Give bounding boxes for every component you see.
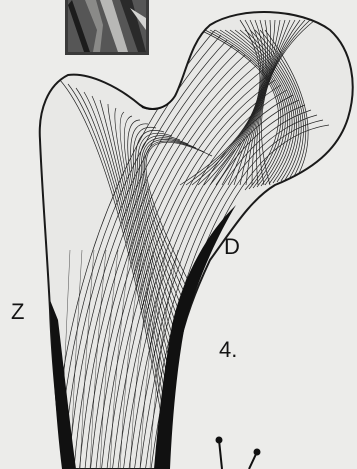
pin-marks — [217, 438, 260, 469]
femur-outline — [40, 12, 353, 469]
figure-number: 4. — [219, 339, 237, 361]
inset-photograph — [65, 0, 149, 55]
label-d: D — [224, 236, 240, 258]
label-z: Z — [11, 301, 24, 323]
